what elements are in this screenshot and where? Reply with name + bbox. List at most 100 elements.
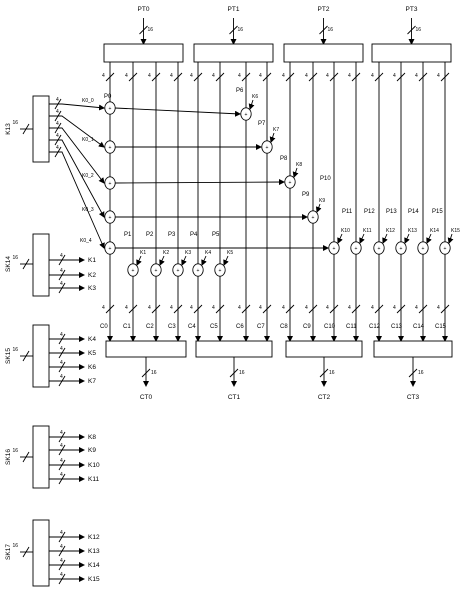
c-label-5: C5 (210, 324, 218, 330)
key-input-k0-2 (49, 127, 105, 184)
key-input-slash-k0-1 (54, 110, 62, 122)
xor-node-k3 (172, 263, 184, 277)
key-output-slash-sk16-2 (58, 459, 66, 471)
key-input-width-k0-0: 4 (56, 97, 59, 103)
p-label-4: P4 (190, 232, 198, 238)
key-input-slash-k0-0 (54, 98, 62, 110)
p-label-14: P14 (408, 209, 419, 215)
xor-node-col0-0 (104, 101, 116, 115)
key-register-sk17 (32, 519, 50, 587)
plaintext-bus-width-2: 16 (328, 27, 334, 33)
key-arrow-k10 (337, 233, 343, 244)
nibble-bottom-width-5: 4 (212, 305, 215, 311)
xor-plus-symbol: + (245, 112, 248, 118)
xor-plus-symbol: + (444, 246, 447, 252)
nibble-top-slash-13 (396, 72, 406, 82)
key-output-label-k11: K11 (88, 476, 99, 483)
ciphertext-bus-slash-1 (229, 368, 239, 378)
nibble-top-width-11: 4 (348, 73, 351, 79)
key-output-width-sk17-0: 4 (60, 530, 63, 536)
ciphertext-bus-slash-3 (408, 368, 418, 378)
nibble-bottom-width-1: 4 (125, 305, 128, 311)
p-label-12: P12 (364, 209, 375, 215)
key-register-width-sk16: 16 (12, 448, 18, 454)
p-label-3: P3 (168, 232, 176, 238)
xor-plus-symbol: + (197, 268, 200, 274)
nibble-top-slash-11 (351, 72, 361, 82)
key-output-width-sk17-2: 4 (60, 558, 63, 564)
key-output-slash-sk17-3 (58, 573, 66, 585)
nibble-top-width-14: 4 (415, 73, 418, 79)
key-output-slash-sk16-3 (58, 473, 66, 485)
plaintext-label-2: PT2 (318, 6, 330, 13)
feed-p0-to-p6 (114, 107, 241, 117)
nibble-bottom-slash-15 (440, 304, 450, 314)
nibble-top-width-15: 4 (437, 73, 440, 79)
ciphertext-bus-slash-2 (319, 368, 329, 378)
p-label-15: P15 (432, 209, 443, 215)
key-arrow-k13 (404, 233, 410, 244)
key-output-width-sk17-1: 4 (60, 544, 63, 550)
key-input-label-k0-1: K0_1 (82, 137, 94, 143)
xor-node-k15 (439, 241, 451, 255)
nibble-bottom-width-8: 4 (282, 305, 285, 311)
k-label-11: K11 (363, 228, 372, 234)
xor-node-col0-1 (104, 140, 116, 154)
key-output-slash-sk15-2 (58, 361, 66, 373)
p-label-10: P10 (320, 176, 331, 182)
c-label-13: C13 (391, 324, 403, 330)
nibble-bottom-width-2: 4 (148, 305, 151, 311)
key-output-width-sk16-1: 4 (60, 443, 63, 449)
xor-node-p8 (284, 175, 296, 189)
xor-plus-symbol: + (378, 246, 381, 252)
key-output-label-k8: K8 (88, 434, 96, 441)
key-register-label-sk15: SK15 (5, 348, 12, 364)
key-output-label-k12: K12 (88, 534, 100, 541)
nibble-top-slash-10 (329, 72, 339, 82)
nibble-bottom-slash-9 (308, 304, 318, 314)
feed-p0-to-p8 (114, 179, 285, 186)
key-input-label-k0-0: K0_0 (82, 98, 94, 104)
xor-plus-symbol: + (109, 215, 112, 221)
nibble-bottom-slash-12 (374, 304, 384, 314)
key-register-slash-sk15 (22, 350, 30, 362)
key-arrow-k14 (426, 233, 432, 244)
xor-node-k13 (395, 241, 407, 255)
c-label-6: C6 (236, 324, 244, 330)
key-input-label-k0-4: K0_4 (80, 238, 92, 244)
k-label-14: K14 (430, 228, 439, 234)
xor-node-p9 (307, 210, 319, 224)
xor-plus-symbol: + (219, 268, 222, 274)
plaintext-register-2 (283, 43, 364, 63)
key-output-slash-sk14-3 (58, 282, 66, 294)
key-input-width-k0-3: 4 (56, 133, 59, 139)
key-input-width-k0-1: 4 (56, 109, 59, 115)
xor-plus-symbol: + (109, 106, 112, 112)
key-output-slash-sk17-1 (58, 545, 66, 557)
nibble-bottom-width-7: 4 (259, 305, 262, 311)
nibble-bottom-slash-6 (241, 304, 251, 314)
nibble-bottom-slash-3 (173, 304, 183, 314)
label-layer: PT016PT116PT216PT31616CT016CT116CT216CT3… (5, 6, 460, 583)
xor-node-col0-3 (104, 210, 116, 224)
nibble-bottom-slash-5 (215, 304, 225, 314)
key-register-width-sk15: 16 (12, 347, 18, 353)
nibble-bottom-width-9: 4 (305, 305, 308, 311)
key-arrow-k1 (136, 255, 142, 266)
plaintext-bus-width-3: 16 (416, 27, 422, 33)
key-output-label-k5: K5 (88, 350, 96, 357)
c-label-8: C8 (280, 324, 288, 330)
nibble-top-slash-4 (193, 72, 203, 82)
key-output-width-sk14-2: 4 (60, 268, 63, 274)
key-output-width-sk14-1: 4 (60, 253, 63, 259)
ciphertext-bus-slash-0 (141, 368, 151, 378)
nibble-top-slash-5 (215, 72, 225, 82)
xor-plus-symbol: + (155, 268, 158, 274)
key-arrow-k3 (181, 255, 187, 266)
key-register-label-sk16: SK16 (5, 449, 12, 465)
key-input-slash-k0-4 (54, 146, 62, 158)
c-label-4: C4 (188, 324, 196, 330)
p-label-0: P0 (104, 94, 112, 100)
key-input-slash-k0-2 (54, 122, 62, 134)
